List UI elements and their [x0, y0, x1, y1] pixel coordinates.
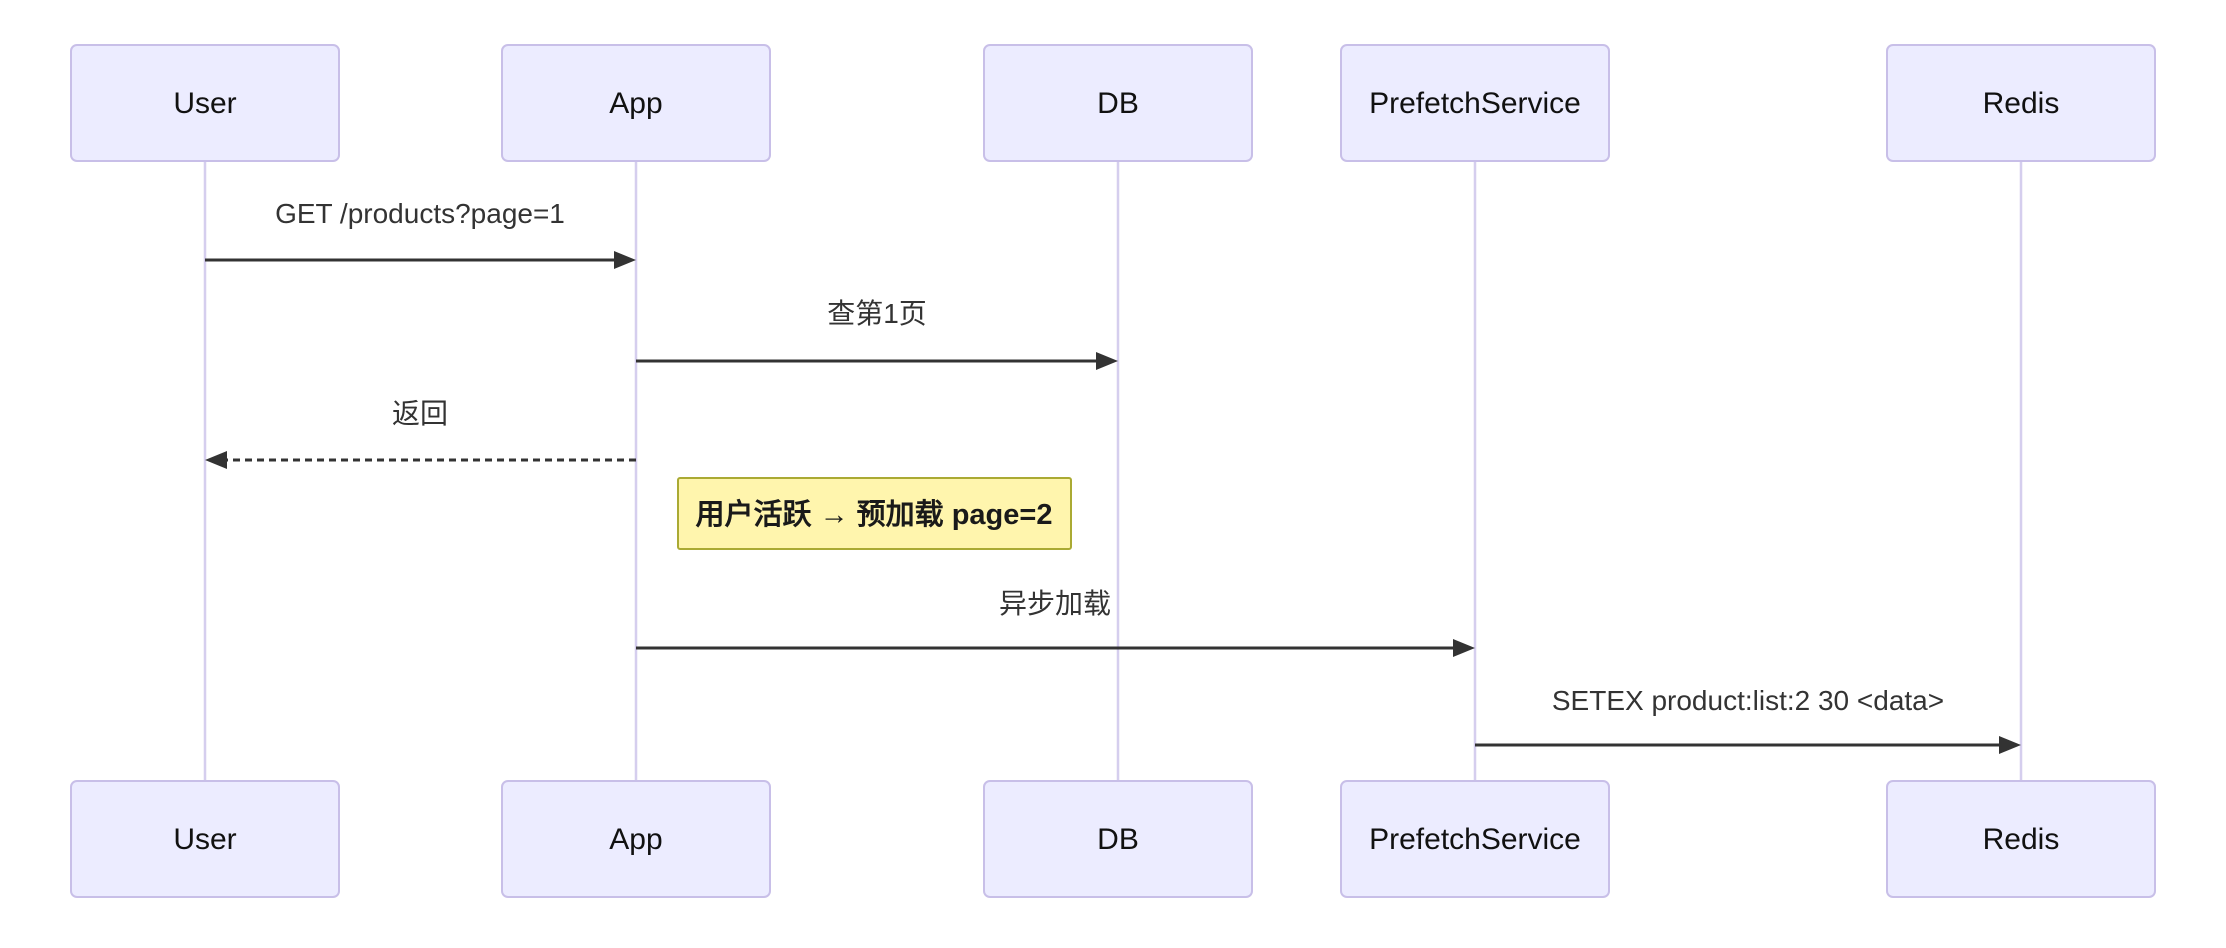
arrowhead-right-icon — [1999, 736, 2021, 754]
actors-bottom: User App DB PrefetchService Redis — [70, 780, 2156, 898]
message-label: GET /products?page=1 — [275, 198, 565, 229]
actor-top-redis: Redis — [1886, 44, 2156, 162]
actor-label: User — [173, 87, 236, 120]
message-label: 异步加载 — [999, 588, 1111, 619]
actor-box — [1886, 44, 2156, 162]
actor-box — [501, 780, 771, 898]
lifelines — [203, 161, 2023, 781]
actor-bottom-user: User — [70, 780, 340, 898]
actor-box — [1886, 780, 2156, 898]
arrowhead-left-icon — [205, 451, 227, 469]
message-async-load: 异步加载 — [636, 588, 1475, 657]
actor-box — [501, 44, 771, 162]
actor-label: App — [609, 823, 662, 856]
actors-top: User App DB PrefetchService Redis — [70, 44, 2156, 162]
message-label: 返回 — [392, 398, 448, 429]
actor-label: Redis — [1983, 87, 2060, 120]
message-query-page1: 查第1页 — [636, 298, 1118, 370]
message-setex: SETEX product:list:2 30 <data> — [1475, 685, 2021, 754]
message-label: 查第1页 — [827, 298, 927, 329]
message-return: 返回 — [205, 398, 636, 469]
actor-top-db: DB — [983, 44, 1253, 162]
note-label: 用户活跃 → 预加载 page=2 — [696, 497, 1053, 531]
actor-top-app: App — [501, 44, 771, 162]
actor-box — [1340, 44, 1610, 162]
actor-box — [70, 780, 340, 898]
actor-label: Redis — [1983, 823, 2060, 856]
actor-box — [70, 44, 340, 162]
actor-label: PrefetchService — [1369, 823, 1581, 856]
arrowhead-right-icon — [614, 251, 636, 269]
actor-label: DB — [1097, 823, 1139, 856]
actor-box — [1340, 780, 1610, 898]
actor-bottom-redis: Redis — [1886, 780, 2156, 898]
actor-top-user: User — [70, 44, 340, 162]
message-label: SETEX product:list:2 30 <data> — [1552, 685, 1944, 716]
actor-label: User — [173, 823, 236, 856]
actor-bottom-db: DB — [983, 780, 1253, 898]
arrowhead-right-icon — [1453, 639, 1475, 657]
note-prefetch: 用户活跃 → 预加载 page=2 — [677, 477, 1072, 550]
actor-label: App — [609, 87, 662, 120]
arrowhead-right-icon — [1096, 352, 1118, 370]
message-get-products: GET /products?page=1 — [205, 198, 636, 269]
actor-bottom-app: App — [501, 780, 771, 898]
actor-label: PrefetchService — [1369, 87, 1581, 120]
actor-box — [983, 780, 1253, 898]
actor-top-prefetchservice: PrefetchService — [1340, 44, 1610, 162]
actor-box — [983, 44, 1253, 162]
actor-label: DB — [1097, 87, 1139, 120]
actor-bottom-prefetchservice: PrefetchService — [1340, 780, 1610, 898]
note-box — [677, 477, 1072, 550]
